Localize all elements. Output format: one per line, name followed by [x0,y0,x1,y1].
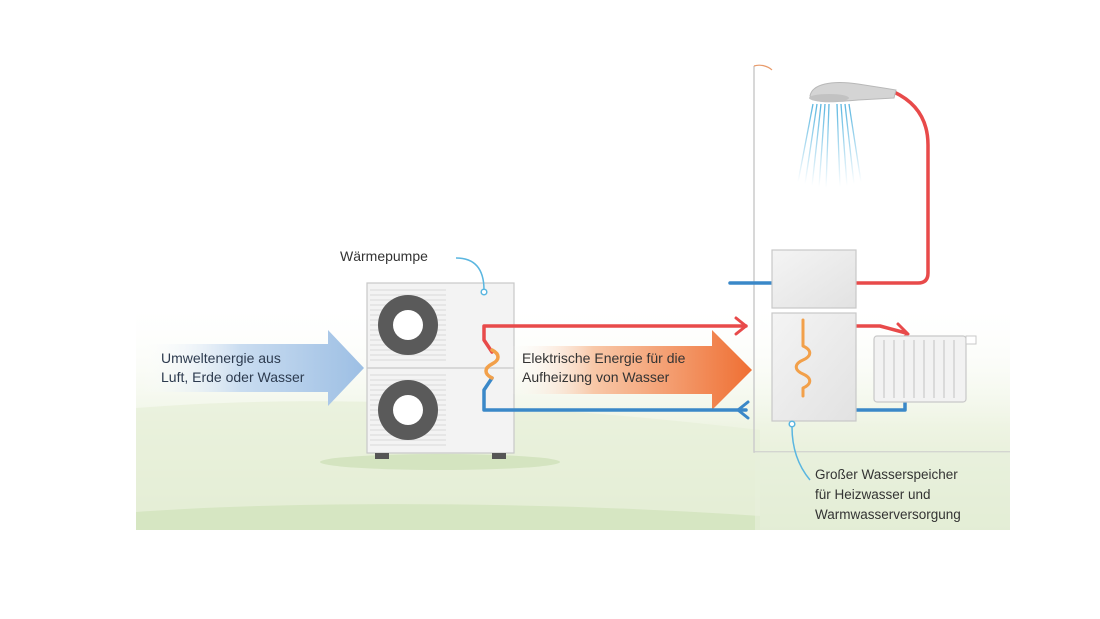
environment-energy-label-line: Umweltenergie aus [161,350,281,366]
heat-pump-foot [375,453,389,459]
flow-direction-arrow-icon [736,400,750,420]
radiator-icon [873,335,977,403]
storage-tank-callout [788,420,811,481]
storage-tank-label: Großer Wasserspeicher für Heizwasser und… [815,465,961,525]
fan-icon [378,380,438,440]
electric-energy-label-line: Elektrische Energie für die [522,350,686,366]
environment-energy-arrow [140,330,364,406]
shower-icon [797,82,897,189]
heat-exchanger-coil-icon [794,318,812,398]
environment-energy-label-line: Luft, Erde oder Wasser [161,369,305,385]
house-wall [753,64,1010,530]
electric-energy-label-line: Aufheizung von Wasser [522,369,670,385]
electric-energy-label: Elektrische Energie für die Aufheizung v… [522,349,685,387]
heat-pump-foot [492,453,506,459]
ground-landscape [136,300,1010,530]
heat-pump-label: Wärmepumpe [340,248,428,264]
storage-tank-label-line: Großer Wasserspeicher [815,467,958,482]
heat-pump-callout [455,257,488,296]
flow-direction-arrow-icon [734,316,748,336]
environment-energy-label: Umweltenergie aus Luft, Erde oder Wasser [161,349,304,387]
heat-exchanger-coil-icon [484,348,500,380]
fan-icon [378,295,438,355]
electric-energy-arrow [508,330,752,410]
storage-tank-label-line: Warmwasserversorgung [815,507,961,522]
heat-pump-unit [366,282,515,459]
storage-tank-label-line: für Heizwasser und [815,487,931,502]
water-storage-tank [771,249,857,422]
